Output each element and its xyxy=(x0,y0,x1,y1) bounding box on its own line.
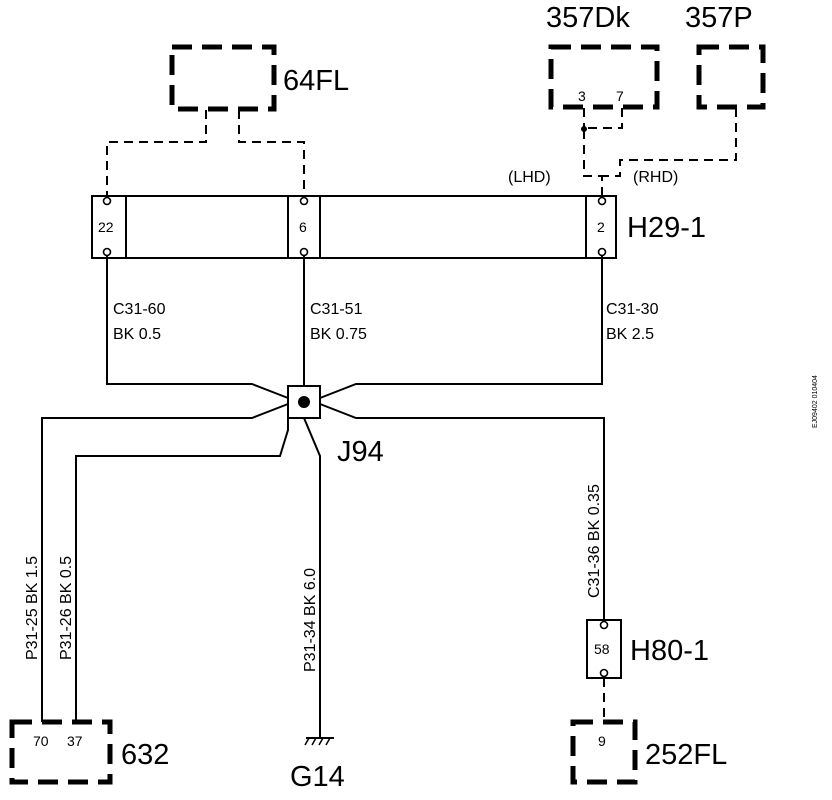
dashed-wire-lhd xyxy=(583,130,603,196)
component-357dk-label: 357Dk xyxy=(546,2,630,34)
wire-c31-60 xyxy=(106,256,289,399)
connector-h80-1-housing xyxy=(586,619,622,679)
pin-357dk-3: 3 xyxy=(578,88,586,104)
splice-357dk xyxy=(581,126,587,132)
wire-p31-25 xyxy=(41,403,289,722)
component-252fl-label: 252FL xyxy=(645,739,727,771)
pin-h29-22: 22 xyxy=(98,219,114,235)
component-632-label: 632 xyxy=(121,739,169,771)
wire-p31-25-label: P31-25 BK 1.5 xyxy=(24,556,41,660)
pin-632-37: 37 xyxy=(67,733,83,749)
dashed-wire-64fl-6 xyxy=(238,110,305,196)
splice-j94-label: J94 xyxy=(337,436,384,468)
wire-c31-60-spec: BK 0.5 xyxy=(113,326,161,343)
component-357p-box xyxy=(696,44,766,110)
wire-p31-26 xyxy=(75,418,289,722)
wire-c31-30 xyxy=(319,256,603,399)
pin-h29-6: 6 xyxy=(299,219,307,235)
wire-p31-34-label: P31-34 BK 6.0 xyxy=(302,568,319,672)
wire-c31-36-label: C31-36 BK 0.35 xyxy=(586,484,603,598)
pin-h29-2: 2 xyxy=(597,219,605,235)
wire-c31-51-code: C31-51 xyxy=(310,301,363,318)
option-lhd-label: (LHD) xyxy=(508,169,551,186)
wire-p31-26-label: P31-26 BK 0.5 xyxy=(58,556,75,660)
connector-h29-1-housing xyxy=(91,195,617,259)
dashed-wire-357dk-7 xyxy=(584,108,623,129)
wire-c31-30-spec: BK 2.5 xyxy=(606,326,654,343)
wire-c31-30-code: C31-30 xyxy=(606,301,659,318)
splice-j94-node xyxy=(298,396,310,408)
ground-g14-label: G14 xyxy=(290,761,345,793)
pin-h80-58: 58 xyxy=(594,641,610,657)
component-632-box xyxy=(9,719,113,785)
wire-p31-34 xyxy=(303,417,321,738)
component-64fl-label: 64FL xyxy=(283,65,349,97)
component-252fl-box xyxy=(570,719,638,785)
component-64fl-box xyxy=(169,44,277,112)
option-rhd-label: (RHD) xyxy=(633,169,678,186)
connector-h29-1-label: H29-1 xyxy=(627,212,706,244)
component-357dk-box xyxy=(548,44,660,110)
pin-252fl-9: 9 xyxy=(598,733,606,749)
dashed-wire-64fl-22 xyxy=(106,110,207,196)
wire-c31-51-spec: BK 0.75 xyxy=(310,326,367,343)
component-357p-label: 357P xyxy=(685,2,753,34)
pin-632-70: 70 xyxy=(33,733,49,749)
connector-h80-1-label: H80-1 xyxy=(630,635,709,667)
dashed-wire-rhd xyxy=(602,108,737,177)
document-id: EJ09402 010404 xyxy=(812,375,819,428)
ground-icon xyxy=(304,737,334,746)
wire-c31-60-code: C31-60 xyxy=(113,301,166,318)
pin-357dk-7: 7 xyxy=(616,88,624,104)
wire-c31-36 xyxy=(319,403,605,622)
